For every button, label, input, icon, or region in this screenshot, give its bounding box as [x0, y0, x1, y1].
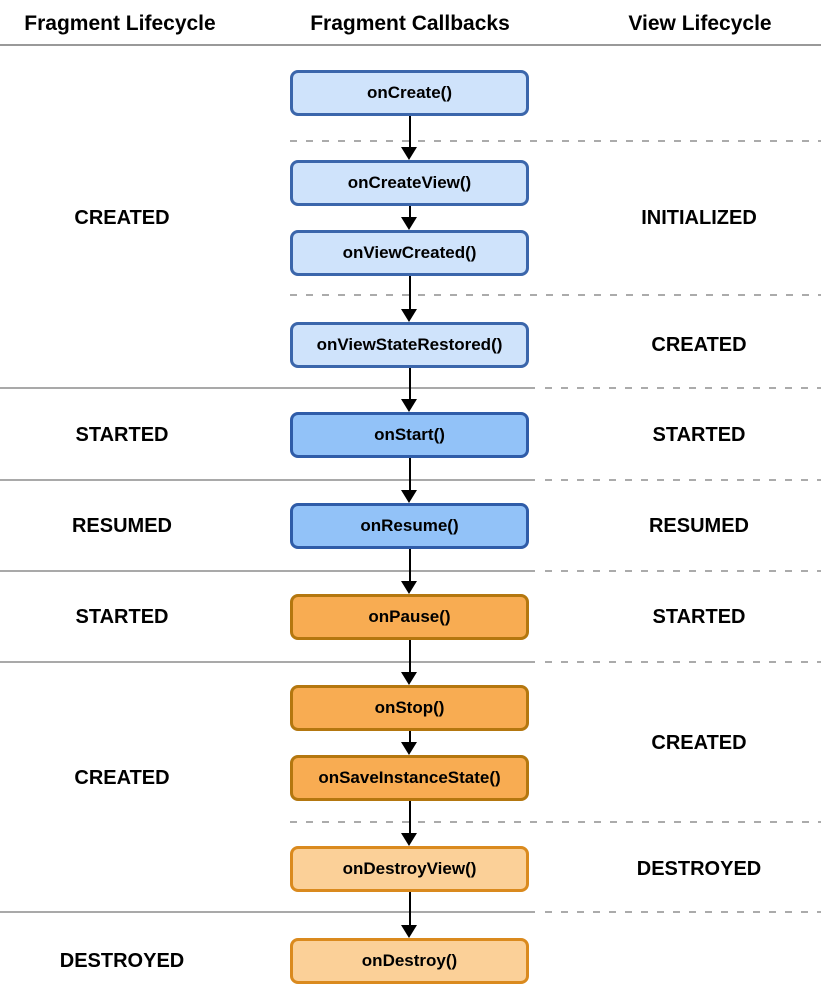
callback-box-oncreateview: onCreateView(): [290, 160, 529, 206]
arrow-shaft: [408, 116, 411, 151]
arrow-head: [401, 399, 417, 412]
arrow-down-icon: [401, 206, 418, 230]
view-state-initialized: INITIALIZED: [641, 207, 757, 229]
arrow-shaft: [408, 276, 411, 313]
column-header-fragment-callbacks: Fragment Callbacks: [310, 12, 510, 35]
section-divider-solid: [0, 911, 535, 913]
fragment-state-started: STARTED: [75, 424, 169, 446]
arrow-shaft: [408, 801, 411, 837]
fragment-state-created: CREATED: [74, 207, 170, 229]
arrow-shaft: [408, 206, 411, 221]
fragment-state-started-2: STARTED: [75, 606, 169, 628]
arrow-head: [401, 833, 417, 846]
fragment-state-created-2: CREATED: [74, 767, 170, 789]
view-subdivider-dashed: [290, 821, 821, 823]
callback-box-onviewcreated: onViewCreated(): [290, 230, 529, 276]
view-state-started: STARTED: [652, 424, 746, 446]
fragment-state-resumed: RESUMED: [71, 515, 172, 537]
arrow-shaft: [408, 892, 411, 929]
callback-box-onstop: onStop(): [290, 685, 529, 731]
section-divider-dashed: [545, 911, 821, 913]
header-divider-line: [0, 44, 821, 46]
arrow-head: [401, 217, 417, 230]
view-state-started-2: STARTED: [652, 606, 746, 628]
section-divider-solid: [0, 387, 535, 389]
callback-box-onsaveinstancestate: onSaveInstanceState(): [290, 755, 529, 801]
callback-box-onresume: onResume(): [290, 503, 529, 549]
arrow-head: [401, 742, 417, 755]
arrow-shaft: [408, 731, 411, 746]
section-divider-dashed: [545, 570, 821, 572]
arrow-shaft: [408, 458, 411, 494]
view-subdivider-dashed: [290, 294, 821, 296]
arrow-down-icon: [401, 731, 418, 755]
arrow-head: [401, 672, 417, 685]
section-divider-solid: [0, 570, 535, 572]
view-subdivider-dashed: [290, 140, 821, 142]
arrow-head: [401, 925, 417, 938]
callback-box-ondestroyview: onDestroyView(): [290, 846, 529, 892]
arrow-down-icon: [401, 892, 418, 938]
section-divider-solid: [0, 479, 535, 481]
arrow-down-icon: [401, 458, 418, 503]
callback-box-ondestroy: onDestroy(): [290, 938, 529, 984]
section-divider-solid: [0, 661, 535, 663]
arrow-down-icon: [401, 276, 418, 322]
arrow-head: [401, 581, 417, 594]
section-divider-dashed: [545, 661, 821, 663]
arrow-shaft: [408, 549, 411, 585]
arrow-down-icon: [401, 640, 418, 685]
section-divider-dashed: [545, 387, 821, 389]
arrow-head: [401, 309, 417, 322]
callback-box-oncreate: onCreate(): [290, 70, 529, 116]
arrow-head: [401, 490, 417, 503]
view-state-created-2: CREATED: [651, 732, 747, 754]
view-state-created: CREATED: [651, 334, 747, 356]
column-header-fragment-lifecycle: Fragment Lifecycle: [24, 12, 216, 35]
arrow-down-icon: [401, 368, 418, 412]
callback-box-onviewstaterestored: onViewStateRestored(): [290, 322, 529, 368]
arrow-down-icon: [401, 116, 418, 160]
view-state-resumed: RESUMED: [648, 515, 749, 537]
callback-box-onpause: onPause(): [290, 594, 529, 640]
arrow-shaft: [408, 368, 411, 403]
arrow-down-icon: [401, 549, 418, 594]
fragment-state-destroyed: DESTROYED: [59, 950, 185, 972]
callback-box-onstart: onStart(): [290, 412, 529, 458]
column-header-view-lifecycle: View Lifecycle: [628, 12, 772, 35]
arrow-shaft: [408, 640, 411, 676]
view-state-destroyed: DESTROYED: [636, 858, 762, 880]
section-divider-dashed: [545, 479, 821, 481]
arrow-down-icon: [401, 801, 418, 846]
arrow-head: [401, 147, 417, 160]
